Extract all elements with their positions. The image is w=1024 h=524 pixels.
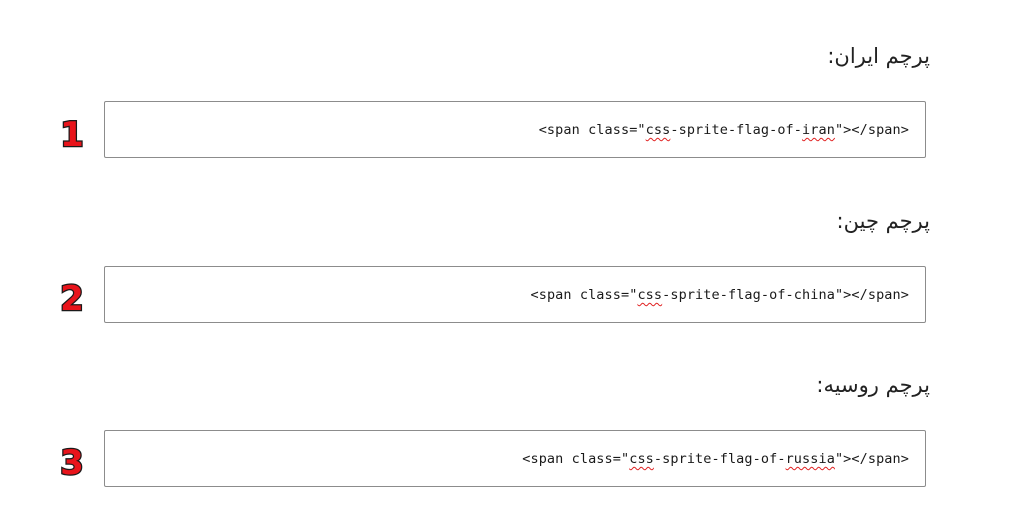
section-1-heading: پرچم ایران: — [827, 44, 930, 68]
spellcheck-flag: css — [629, 451, 654, 467]
code-line-1: <span class="css-sprite-flag-of-iran"></… — [538, 122, 909, 138]
svg-text:3: 3 — [60, 443, 84, 483]
code-block-2[interactable]: <span class="css-sprite-flag-of-china"><… — [104, 266, 926, 323]
spellcheck-flag: iran — [802, 122, 835, 138]
code-block-1[interactable]: <span class="css-sprite-flag-of-iran"></… — [104, 101, 926, 158]
step-number-3-badge: 3 — [59, 442, 85, 485]
svg-text:2: 2 — [60, 279, 84, 319]
step-number-2-badge: 2 — [59, 278, 85, 321]
code-block-3[interactable]: <span class="css-sprite-flag-of-russia">… — [104, 430, 926, 487]
spellcheck-flag: css — [645, 122, 671, 138]
section-3-heading: پرچم روسیه: — [816, 373, 930, 397]
code-line-2: <span class="css-sprite-flag-of-china"><… — [530, 287, 909, 303]
spellcheck-flag: css — [637, 287, 663, 303]
svg-text:1: 1 — [60, 115, 84, 155]
code-line-3: <span class="css-sprite-flag-of-russia">… — [522, 451, 909, 467]
spellcheck-flag: russia — [785, 451, 835, 467]
section-2-heading: پرچم چین: — [836, 209, 930, 233]
step-number-1-badge: 1 — [59, 114, 85, 157]
